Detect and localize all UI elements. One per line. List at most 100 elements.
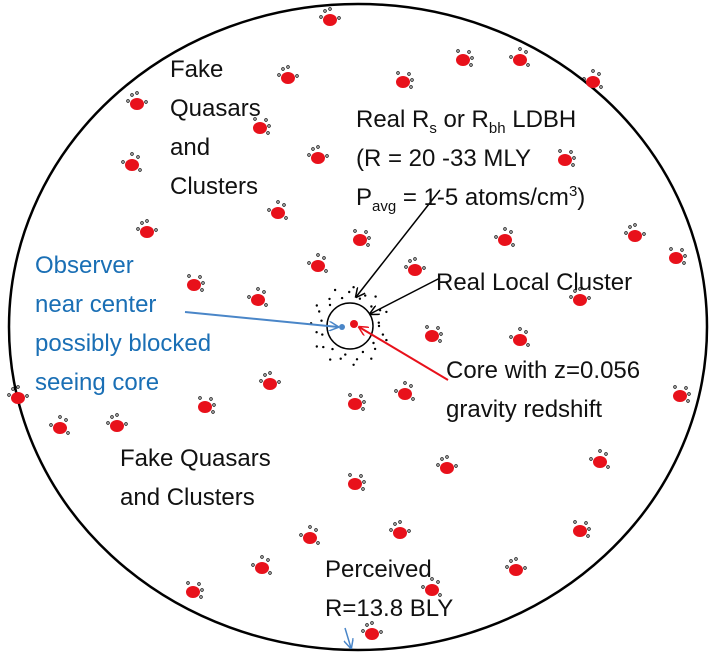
pavg-text-c: ): [577, 184, 586, 211]
fake-cluster: [7, 385, 29, 404]
fake-cluster: [198, 396, 216, 414]
cluster-satellite-dot: [379, 630, 383, 634]
cluster-blob: [311, 152, 325, 164]
local-cluster-dot: [315, 345, 318, 348]
cluster-satellite-dot: [597, 72, 601, 76]
fake-cluster: [389, 520, 411, 539]
cluster-satellite-dot: [578, 287, 582, 291]
cluster-satellite-dot: [130, 93, 134, 97]
cluster-satellite-dot: [276, 200, 280, 204]
cluster-satellite-dot: [367, 236, 371, 240]
cluster-blob: [398, 388, 412, 400]
cluster-satellite-dot: [410, 78, 414, 82]
cluster-satellite-dot: [359, 394, 363, 398]
cluster-satellite-dot: [438, 339, 442, 343]
cluster-satellite-dot: [282, 203, 286, 207]
cluster-satellite-dot: [281, 67, 285, 71]
fake-cluster: [247, 287, 268, 307]
local-cluster-dot: [340, 296, 344, 300]
fake-cluster: [259, 371, 281, 390]
cluster-blob: [251, 294, 265, 306]
local-cluster-dot: [377, 324, 381, 328]
cluster-satellite-dot: [445, 455, 449, 459]
local-cluster-dot: [385, 310, 388, 314]
cluster-satellite-dot: [211, 410, 215, 414]
cluster-blob: [513, 54, 527, 66]
label-observer-line2: near center: [35, 291, 157, 318]
fake-cluster: [361, 621, 383, 640]
fake-clusters-group: [7, 7, 691, 640]
cluster-satellite-dot: [145, 219, 149, 223]
label-real-rs-line1: Real Rs or Rbh LDBH: [356, 100, 585, 139]
cluster-satellite-dot: [509, 335, 513, 339]
cluster-satellite-dot: [262, 290, 266, 294]
cluster-satellite-dot: [49, 423, 53, 427]
cluster-satellite-dot: [136, 155, 140, 159]
fake-cluster: [573, 520, 591, 538]
cluster-satellite-dot: [422, 266, 426, 270]
cluster-blob: [593, 456, 607, 468]
cluster-blob: [440, 462, 454, 474]
fake-cluster: [582, 69, 603, 89]
cluster-satellite-dot: [686, 399, 690, 403]
cluster-satellite-dot: [523, 566, 527, 570]
cluster-satellite-dot: [212, 403, 216, 407]
local-cluster-dot: [344, 353, 347, 356]
local-cluster-dot: [320, 319, 323, 322]
cluster-satellite-dot: [263, 373, 267, 377]
fake-cluster: [669, 247, 687, 265]
cluster-satellite-dot: [197, 582, 201, 586]
local-cluster-dot: [318, 310, 321, 313]
fake-cluster: [624, 223, 646, 242]
arrow-real-rs: [356, 189, 441, 297]
cluster-satellite-dot: [408, 259, 412, 263]
cluster-satellite-dot: [509, 55, 513, 59]
cluster-satellite-dot: [586, 534, 590, 538]
cluster-satellite-dot: [126, 99, 130, 103]
cluster-blob: [498, 234, 512, 246]
fake-cluster: [421, 577, 442, 597]
cluster-satellite-dot: [439, 332, 443, 336]
cluster-satellite-dot: [573, 520, 577, 524]
cluster-satellite-dot: [348, 393, 352, 397]
cluster-satellite-dot: [322, 256, 326, 260]
local-cluster-dot: [352, 286, 355, 289]
cluster-satellite-dot: [436, 326, 440, 330]
cluster-satellite-dot: [413, 257, 417, 261]
cluster-satellite-dot: [268, 371, 272, 375]
cluster-satellite-dot: [268, 571, 272, 575]
cluster-blob: [11, 392, 25, 404]
cluster-satellite-dot: [584, 521, 588, 525]
cluster-satellite-dot: [115, 413, 119, 417]
label-core-line1: Core with z=0.056: [446, 357, 641, 384]
local-cluster-dot: [358, 297, 362, 300]
observer-marker: [339, 324, 345, 330]
cluster-satellite-dot: [121, 160, 125, 164]
cluster-blob: [408, 264, 422, 276]
cluster-blob: [263, 378, 277, 390]
cluster-satellite-dot: [267, 124, 271, 128]
cluster-satellite-dot: [494, 235, 498, 239]
cluster-satellite-dot: [106, 421, 110, 425]
cluster-satellite-dot: [370, 621, 374, 625]
cluster-satellite-dot: [200, 288, 204, 292]
label-real-rs-line3: Pavg = 1-5 atoms/cm3): [356, 178, 585, 217]
cluster-satellite-dot: [11, 387, 15, 391]
local-cluster-dot: [331, 347, 334, 351]
cluster-satellite-dot: [436, 580, 440, 584]
fake-cluster: [569, 287, 591, 306]
cluster-satellite-dot: [256, 287, 260, 291]
cluster-satellite-dot: [569, 150, 573, 154]
cluster-satellite-dot: [409, 85, 413, 89]
cluster-satellite-dot: [599, 85, 603, 89]
cluster-satellite-dot: [266, 558, 270, 562]
cluster-satellite-dot: [407, 72, 411, 76]
local-cluster-dot: [370, 357, 373, 360]
cluster-satellite-dot: [110, 415, 114, 419]
cluster-satellite-dot: [58, 415, 62, 419]
cluster-satellite-dot: [421, 585, 425, 589]
fake-cluster: [353, 229, 371, 247]
label-fake-bottom-line2: and Clusters: [120, 484, 255, 511]
cluster-satellite-dot: [467, 50, 471, 54]
cluster-satellite-dot: [187, 274, 191, 278]
